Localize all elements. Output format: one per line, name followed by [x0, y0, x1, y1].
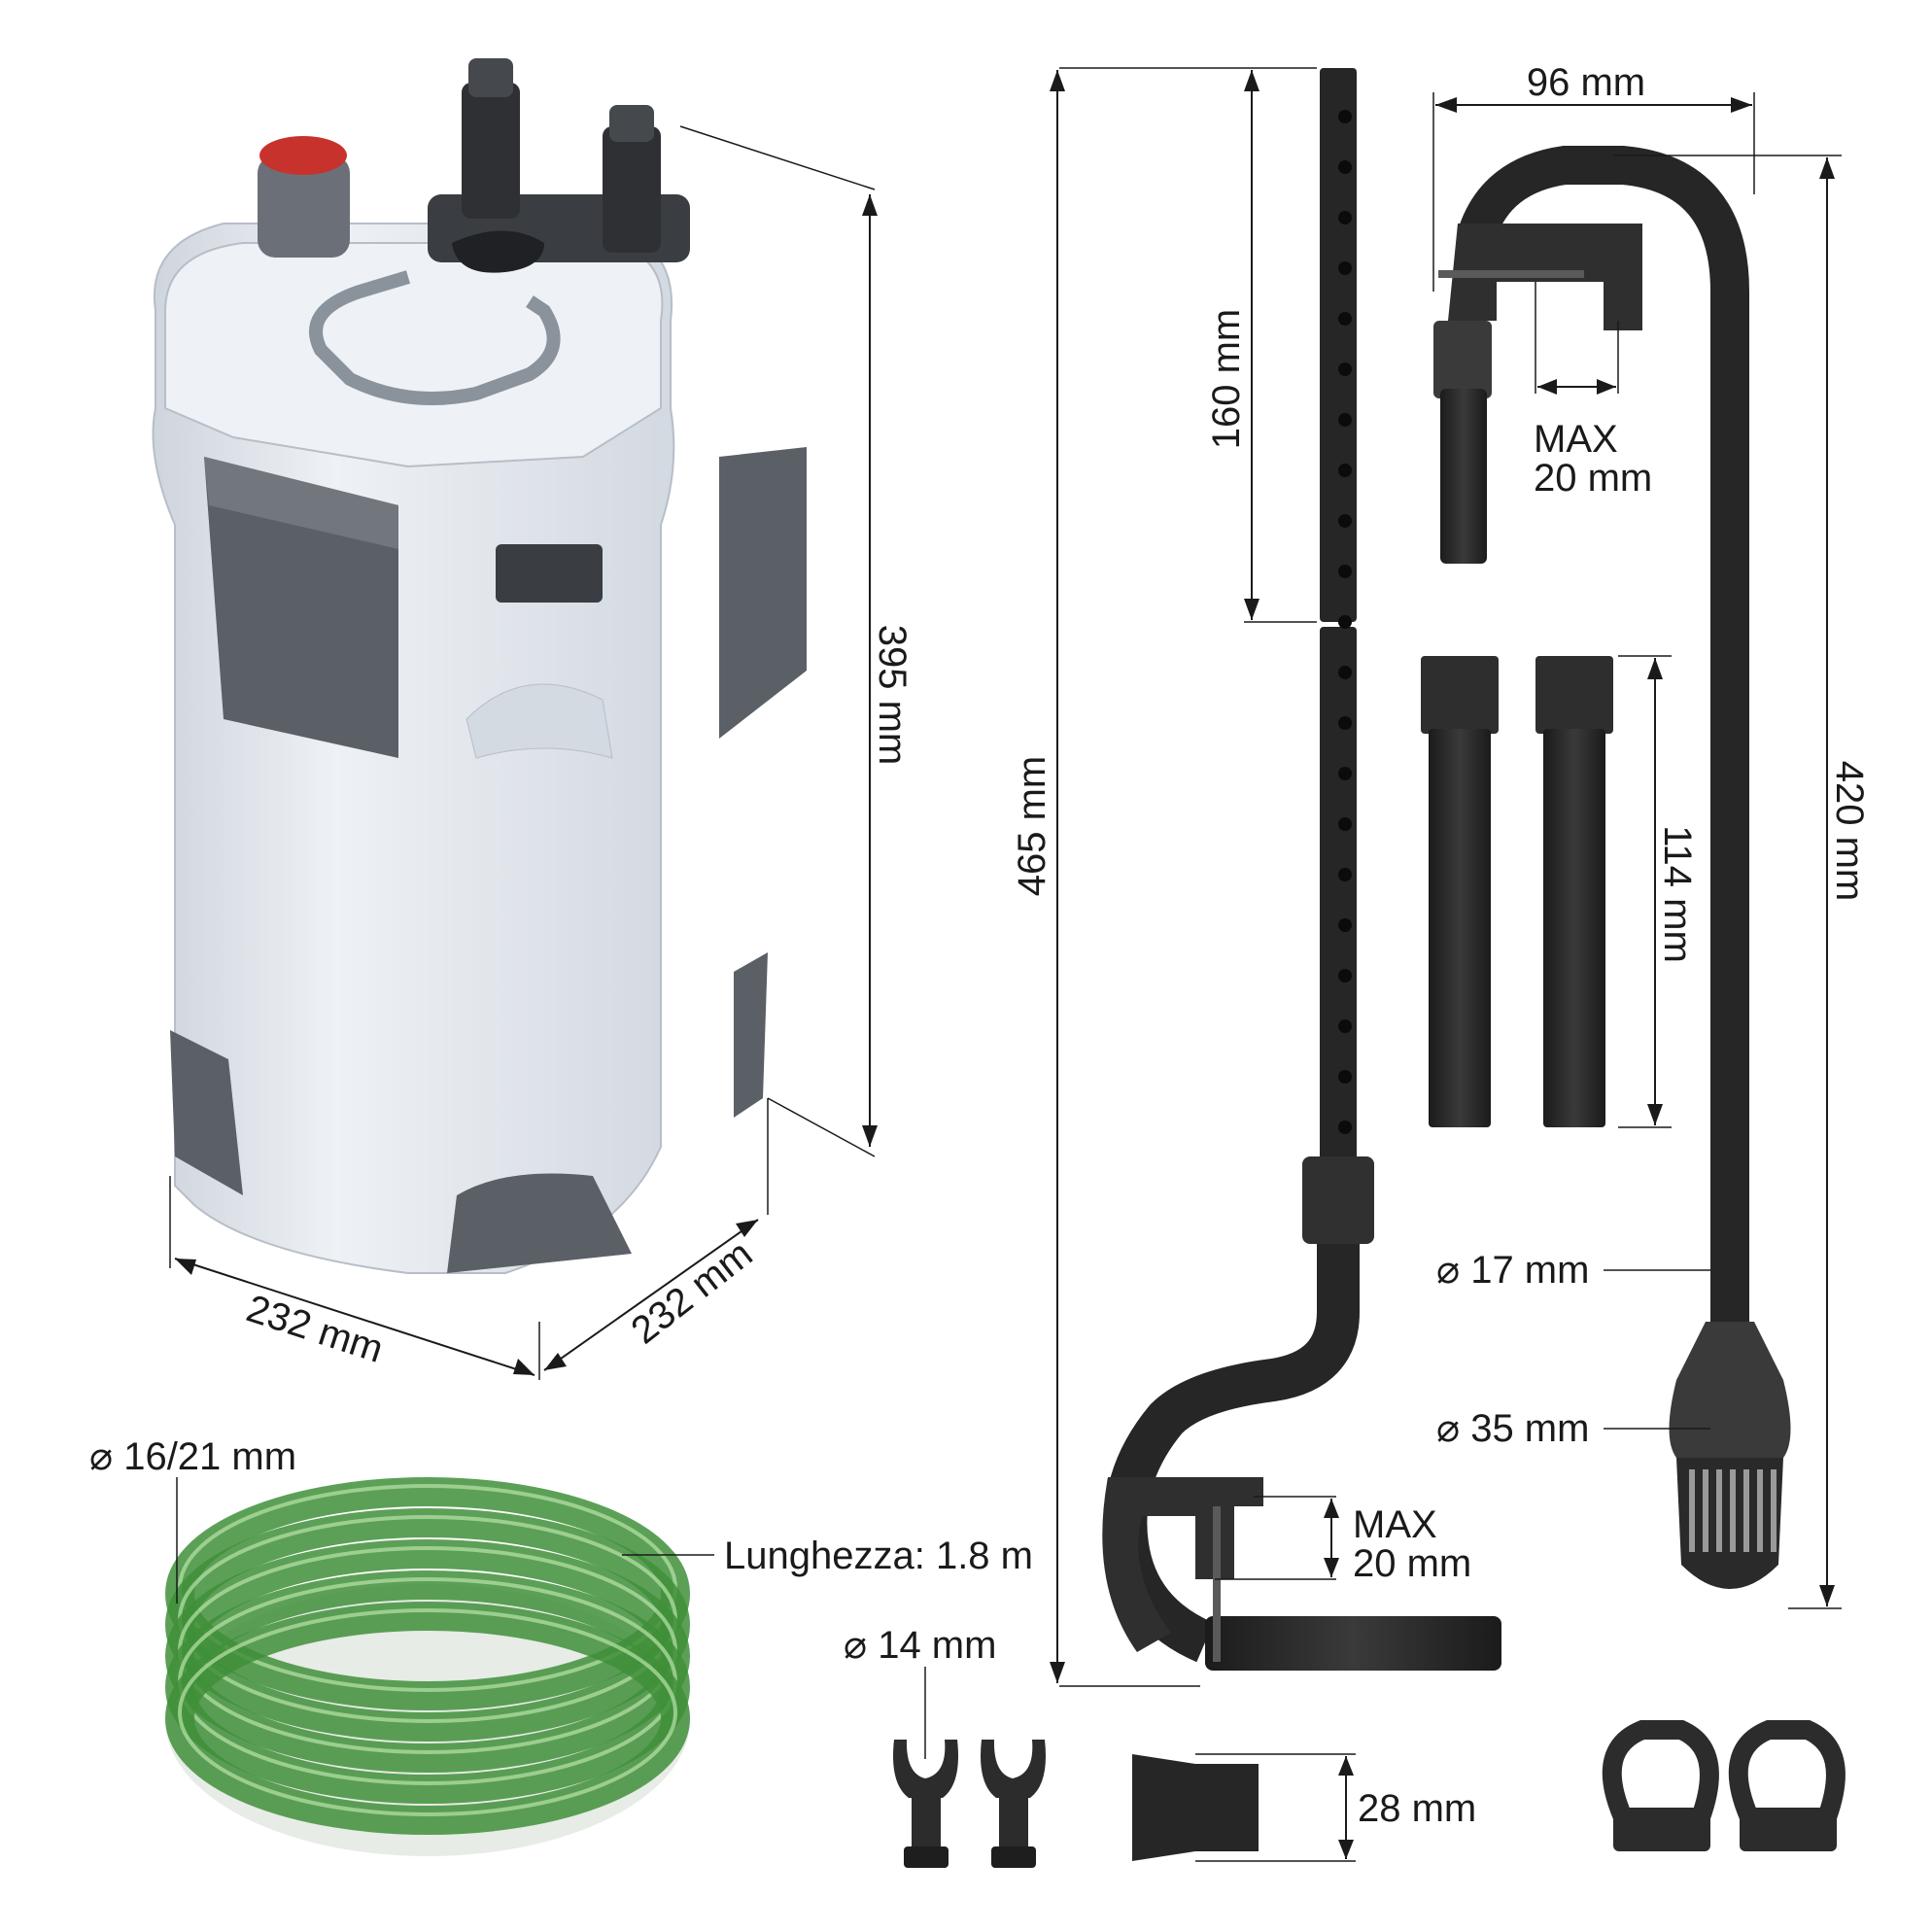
intake-lower-tube: [1320, 627, 1357, 1181]
extension-tube-2-cap: [1535, 656, 1613, 734]
intake-hole: [1338, 817, 1352, 831]
valve-lever: [452, 230, 544, 273]
intake-pipe: [1102, 68, 1501, 1671]
intake-height-label: 465 mm: [1011, 756, 1053, 897]
hose-clamp-1: [1602, 1720, 1719, 1851]
extension-tube-2: [1543, 729, 1605, 1127]
side-panel-right: [719, 447, 807, 739]
extension-tubes: 114 mm: [1421, 655, 1699, 1128]
outlet-strainer-diameter-label: ⌀ 35 mm: [1436, 1407, 1589, 1450]
extension-tube-length-label: 114 mm: [1656, 825, 1699, 963]
intake-coupler: [1302, 1156, 1374, 1244]
canister-lid: [164, 242, 664, 468]
hose-diameter-label: ⌀ 16/21 mm: [89, 1435, 296, 1478]
strainer-slot: [1716, 1469, 1722, 1552]
strainer-slot: [1730, 1469, 1736, 1552]
flat-nozzle: [1132, 1754, 1259, 1861]
outlet-clamp-max-line1: MAX: [1534, 418, 1618, 461]
intake-hole: [1338, 1070, 1352, 1084]
strainer-slot: [1771, 1469, 1777, 1552]
intake-hole: [1338, 666, 1352, 679]
outlet-tube-diameter-label: ⌀ 17 mm: [1436, 1249, 1589, 1292]
accessories: ⌀ 14 mm 28 mm: [844, 1624, 1846, 1868]
suction-clip-1: [893, 1740, 958, 1868]
valve-left-cap: [468, 58, 513, 97]
foot-right: [734, 952, 768, 1118]
intake-hole: [1338, 1121, 1352, 1134]
intake-dimensions: 465 mm 160 mm MAX 20 mm: [1011, 67, 1471, 1687]
outlet-clamp-screw: [1438, 270, 1584, 278]
intake-clamp-max-line2: 20 mm: [1353, 1542, 1471, 1585]
outlet-reach-label: 96 mm: [1527, 61, 1645, 104]
hose-coil-highlight: [178, 1608, 677, 1816]
filter-height-label: 395 mm: [871, 625, 914, 766]
extension-tube-1: [1429, 729, 1491, 1127]
outlet-nozzle: [1440, 389, 1487, 564]
canister-filter: [152, 58, 807, 1274]
hose-length-label: Lunghezza: 1.8 m: [724, 1535, 1033, 1577]
hose-clamp-2: [1728, 1720, 1846, 1851]
foot-left: [170, 1030, 243, 1195]
intake-hole: [1338, 615, 1352, 629]
intake-hole: [1338, 514, 1352, 528]
lid-handle: [309, 270, 561, 405]
valve-right: [603, 126, 661, 253]
hose-coils: [165, 1477, 690, 1835]
valve-left: [462, 83, 520, 219]
intake-hole: [1338, 969, 1352, 983]
outlet-hook: [1459, 146, 1749, 1351]
intake-hole: [1338, 312, 1352, 326]
filter-depth-label: 232 mm: [624, 1232, 761, 1353]
clip-diameter-label: ⌀ 14 mm: [844, 1624, 996, 1667]
intake-hole: [1338, 1019, 1352, 1033]
strainer-slots: [1689, 1469, 1777, 1552]
nozzle-size-label: 28 mm: [1358, 1787, 1476, 1830]
suction-clip-2: [981, 1740, 1046, 1868]
intake-hole: [1338, 413, 1352, 427]
front-emblem: [466, 683, 613, 759]
intake-holes: [1338, 110, 1352, 1134]
strainer-slot: [1743, 1469, 1749, 1552]
intake-bend: [1104, 1244, 1360, 1663]
green-hose: ⌀ 16/21 mm Lunghezza: 1.8 m: [89, 1435, 1033, 1856]
outlet-clamp-max-line2: 20 mm: [1534, 457, 1652, 500]
outlet-strainer-top: [1669, 1322, 1791, 1458]
intake-hole: [1338, 464, 1352, 477]
strainer-slot: [1757, 1469, 1763, 1552]
outlet-dimensions: 96 mm MAX 20 mm 420 mm ⌀ 17 mm ⌀ 35 mm: [1432, 61, 1871, 1609]
intake-segment-label: 160 mm: [1205, 309, 1248, 450]
filter-width-label: 232 mm: [242, 1287, 389, 1370]
intake-hole: [1338, 362, 1352, 376]
strainer-slot: [1689, 1469, 1695, 1552]
outlet-pipe: [1433, 146, 1791, 1589]
intake-hole: [1338, 767, 1352, 780]
foot-front: [447, 1173, 632, 1273]
intake-hole: [1338, 918, 1352, 932]
extension-tube-1-cap: [1421, 656, 1499, 734]
intake-hole: [1338, 211, 1352, 224]
outlet-height-label: 420 mm: [1828, 761, 1871, 902]
intake-outflow-tube: [1205, 1616, 1501, 1671]
intake-hole: [1338, 868, 1352, 881]
intake-hole: [1338, 110, 1352, 123]
intake-upper-tube: [1320, 68, 1357, 622]
intake-hole: [1338, 716, 1352, 730]
strainer-slot: [1703, 1469, 1708, 1552]
intake-clamp: [1102, 1477, 1263, 1652]
side-latch-left: [204, 457, 398, 549]
primer-button-red: [259, 136, 347, 175]
front-latch: [496, 544, 603, 603]
intake-hole: [1338, 261, 1352, 275]
valve-right-cap: [609, 105, 654, 142]
outlet-nozzle-upper: [1433, 321, 1492, 398]
intake-hole: [1338, 565, 1352, 578]
primer-button-base: [258, 155, 350, 258]
intake-clamp-screw: [1213, 1506, 1221, 1662]
intake-hole: [1338, 160, 1352, 174]
intake-clamp-max-line1: MAX: [1353, 1503, 1437, 1546]
